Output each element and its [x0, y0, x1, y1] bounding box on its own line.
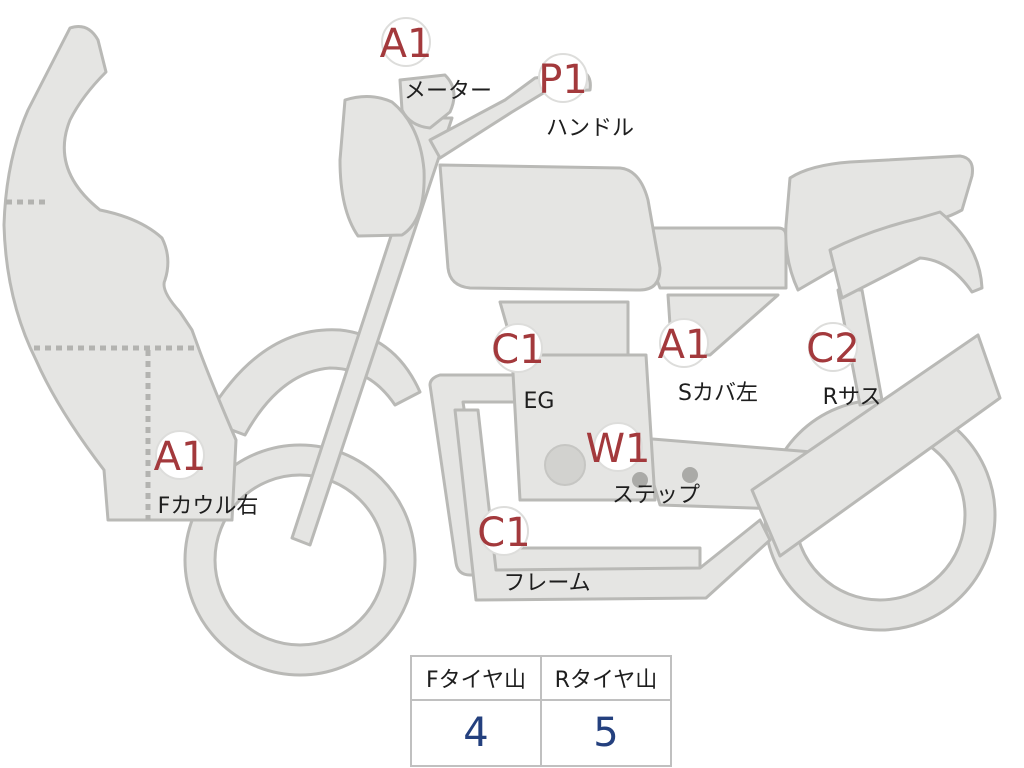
marker-side-cover-left[interactable]: A1 Sカバ左 [658, 318, 758, 406]
marker-code: A1 [380, 21, 433, 67]
marker-badge [479, 506, 529, 556]
left-footpeg [632, 472, 648, 488]
marker-code: C1 [477, 510, 530, 556]
rear-grab-rail [828, 210, 984, 300]
marker-frame[interactable]: C1 フレーム [477, 506, 591, 596]
front-tire-tread-header: Fタイヤ山 [410, 655, 542, 701]
marker-badge [538, 53, 588, 103]
seat [638, 226, 788, 290]
marker-badge [808, 322, 858, 372]
muffler [750, 333, 1002, 558]
tire-tread-table: Fタイヤ山 Rタイヤ山 4 5 [410, 655, 672, 767]
marker-badge [659, 318, 709, 368]
headlight [338, 95, 426, 238]
marker-engine[interactable]: C1 EG [491, 323, 555, 414]
marker-rear-suspension[interactable]: C2 Rサス [806, 322, 882, 410]
engine-side-cover [544, 444, 586, 486]
marker-code: C1 [491, 327, 544, 373]
marker-code: W1 [586, 426, 651, 472]
marker-badge [493, 323, 543, 373]
marker-meter[interactable]: A1 メーター [380, 17, 492, 104]
marker-label: EG [524, 389, 555, 414]
marker-front-cowl-right[interactable]: A1 Fカウル右 [154, 430, 259, 519]
marker-badge [593, 422, 643, 472]
speedometer-meter [398, 73, 456, 130]
exhaust-pipe [453, 408, 772, 602]
tire-tread-header-row: Fタイヤ山 Rタイヤ山 [410, 655, 672, 701]
front-wheel-inner-edge [213, 473, 387, 647]
marker-badge [381, 17, 431, 67]
tire-tread-value-row: 4 5 [410, 699, 672, 767]
front-fender [203, 328, 422, 437]
marker-handlebar[interactable]: P1 ハンドル [538, 53, 634, 141]
marker-code: C2 [806, 326, 859, 372]
marker-label: ハンドル [546, 116, 634, 141]
marker-code: P1 [538, 57, 588, 103]
marker-label: フレーム [503, 571, 590, 596]
marker-badge [155, 430, 205, 480]
marker-label: ステップ [612, 483, 700, 508]
marker-label: Fカウル右 [158, 494, 259, 519]
marker-label: Rサス [823, 385, 882, 410]
fuel-tank [438, 163, 662, 292]
right-footpeg [682, 467, 698, 483]
front-wheel [185, 445, 415, 675]
marker-footpeg[interactable]: W1 ステップ [586, 422, 701, 508]
marker-code: A1 [154, 434, 207, 480]
front-cowl [2, 25, 238, 522]
front-tire-tread-value: 4 [410, 699, 542, 767]
marker-label: Sカバ左 [678, 381, 758, 406]
marker-code: A1 [658, 322, 711, 368]
front-wheel-outer-edge [183, 443, 417, 677]
rear-tire-tread-header: Rタイヤ山 [540, 655, 672, 701]
marker-label: メーター [404, 79, 492, 104]
rear-tire-tread-value: 5 [540, 699, 672, 767]
